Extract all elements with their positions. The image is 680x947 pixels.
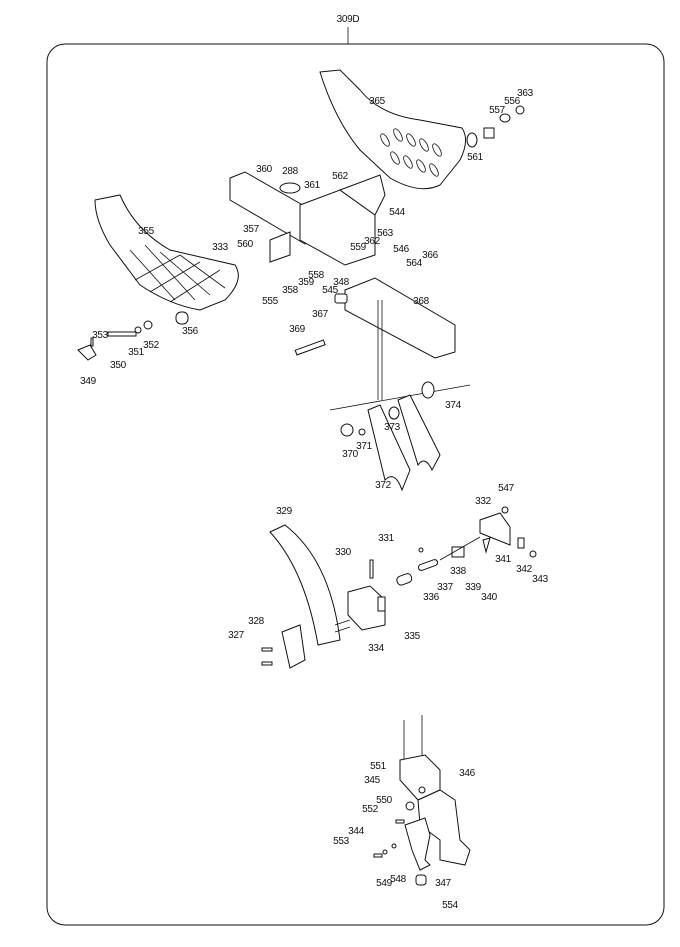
callout-552: 552: [362, 804, 379, 815]
callout-564: 564: [406, 258, 423, 269]
callout-339: 339: [465, 582, 482, 593]
callout-367: 367: [312, 309, 329, 320]
callout-355: 355: [138, 226, 155, 237]
callout-544: 544: [389, 207, 406, 218]
callout-342: 342: [516, 564, 533, 575]
callout-359: 359: [298, 277, 315, 288]
callout-560: 560: [237, 239, 254, 250]
callout-351: 351: [128, 347, 145, 358]
callout-333: 333: [212, 242, 229, 253]
callout-358: 358: [282, 285, 299, 296]
callout-352: 352: [143, 340, 160, 351]
callout-366: 366: [422, 250, 439, 261]
callout-340: 340: [481, 592, 498, 603]
callout-554: 554: [442, 900, 459, 911]
callout-372: 372: [375, 480, 392, 491]
callout-562: 562: [332, 171, 349, 182]
right-guard-half: [319, 69, 466, 190]
callout-356: 356: [182, 326, 199, 337]
right-guard-hardware: [466, 105, 525, 148]
callout-331: 331: [378, 533, 395, 544]
callout-337: 337: [437, 582, 454, 593]
callout-557: 557: [489, 105, 506, 116]
callout-350: 350: [110, 360, 127, 371]
callout-548: 548: [390, 874, 407, 885]
callout-334: 334: [368, 643, 385, 654]
callout-368: 368: [413, 296, 430, 307]
callout-349: 349: [80, 376, 97, 387]
callout-551: 551: [370, 761, 387, 772]
lever-bracket: [439, 506, 537, 561]
callout-370: 370: [342, 449, 359, 460]
callout-546: 546: [393, 244, 410, 255]
callout-338: 338: [450, 566, 467, 577]
callout-346: 346: [459, 768, 476, 779]
riving-plate: [329, 381, 471, 492]
callout-345: 345: [364, 775, 381, 786]
callout-365: 365: [369, 96, 386, 107]
callout-373: 373: [384, 422, 401, 433]
callout-327: 327: [228, 630, 245, 641]
left-guard-half: [94, 194, 239, 311]
knife-clamp-block: [334, 547, 439, 633]
callout-341: 341: [495, 554, 512, 565]
callout-545: 545: [322, 285, 339, 296]
callout-360: 360: [256, 164, 273, 175]
callout-563: 563: [377, 228, 394, 239]
callout-336: 336: [423, 592, 440, 603]
callout-343: 343: [532, 574, 549, 585]
callout-362: 362: [364, 236, 381, 247]
guard-arm: [229, 171, 386, 266]
callout-361: 361: [304, 180, 321, 191]
callout-549: 549: [376, 878, 393, 889]
callout-288: 288: [282, 166, 299, 177]
callout-330: 330: [335, 547, 352, 558]
callout-335: 335: [404, 631, 421, 642]
callout-353: 353: [92, 330, 109, 341]
riving-knife: [261, 524, 341, 669]
callout-553: 553: [333, 836, 350, 847]
callout-357: 357: [243, 224, 260, 235]
callout-328: 328: [248, 616, 265, 627]
callout-556: 556: [504, 96, 521, 107]
callout-371: 371: [356, 441, 373, 452]
callout-547: 547: [498, 483, 515, 494]
callout-332: 332: [475, 496, 492, 507]
callout-559: 559: [350, 242, 367, 253]
callout-348: 348: [333, 277, 350, 288]
callout-561: 561: [467, 152, 484, 163]
left-guard-hardware: [77, 311, 189, 361]
callout-347: 347: [435, 878, 452, 889]
callout-363: 363: [517, 88, 534, 99]
assembly-number: 309D: [337, 14, 360, 25]
support-arm: [294, 277, 456, 400]
callout-344: 344: [348, 826, 365, 837]
callout-555: 555: [262, 296, 279, 307]
callout-369: 369: [289, 324, 306, 335]
callout-558: 558: [308, 270, 325, 281]
callout-329: 329: [276, 506, 293, 517]
assembly-frame: [46, 43, 665, 926]
callout-550: 550: [376, 795, 393, 806]
bottom-bracket: [373, 715, 471, 886]
callout-374: 374: [445, 400, 462, 411]
